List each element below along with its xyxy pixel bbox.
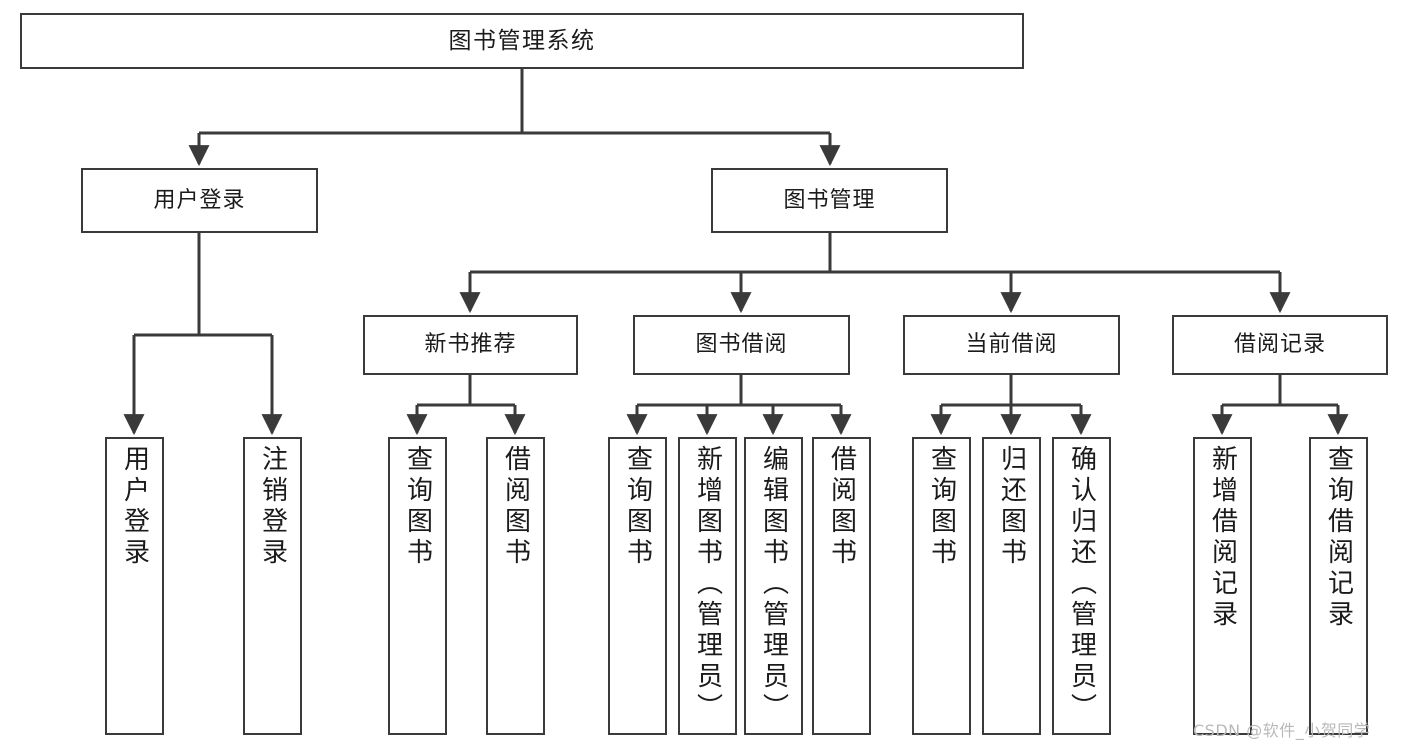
node-label: 注销登录 xyxy=(257,445,288,569)
node-root-system[interactable]: 图书管理系统 xyxy=(20,13,1024,69)
node-label: 新增借阅记录 xyxy=(1207,445,1238,631)
node-current-borrow[interactable]: 当前借阅 xyxy=(903,315,1120,375)
leaf-add-borrow-record[interactable]: 新增借阅记录 xyxy=(1193,437,1252,735)
node-label: 查询借阅记录 xyxy=(1323,445,1354,631)
leaf-return-book[interactable]: 归还图书 xyxy=(982,437,1041,735)
node-label: 查询图书 xyxy=(402,445,433,569)
node-label: 查询图书 xyxy=(926,445,957,569)
leaf-confirm-return-admin[interactable]: 确认归还（管理员） xyxy=(1052,437,1111,735)
node-label: 图书管理 xyxy=(783,187,876,213)
node-label: 编辑图书（管理员） xyxy=(758,445,789,724)
leaf-add-book-admin[interactable]: 新增图书（管理员） xyxy=(678,437,737,735)
leaf-query-book-recommend[interactable]: 查询图书 xyxy=(388,437,447,735)
leaf-query-book-current[interactable]: 查询图书 xyxy=(912,437,971,735)
node-label: 确认归还（管理员） xyxy=(1066,445,1097,724)
node-label: 查询图书 xyxy=(622,445,653,569)
node-label: 新书推荐 xyxy=(424,332,517,358)
leaf-edit-book-admin[interactable]: 编辑图书（管理员） xyxy=(744,437,803,735)
node-label: 当前借阅 xyxy=(965,332,1058,358)
csdn-watermark: CSDN @软件_小贺同学 xyxy=(1193,721,1371,740)
node-label: 用户登录 xyxy=(119,445,150,569)
node-label: 用户登录 xyxy=(153,187,246,213)
node-label: 图书借阅 xyxy=(695,332,788,358)
leaf-user-login[interactable]: 用户登录 xyxy=(105,437,164,735)
node-label: 借阅图书 xyxy=(826,445,857,569)
leaf-query-book-borrow[interactable]: 查询图书 xyxy=(608,437,667,735)
leaf-query-borrow-record[interactable]: 查询借阅记录 xyxy=(1309,437,1368,735)
node-borrow-record[interactable]: 借阅记录 xyxy=(1172,315,1388,375)
node-label: 借阅记录 xyxy=(1233,332,1326,358)
node-label: 新增图书（管理员） xyxy=(692,445,723,724)
node-book-management[interactable]: 图书管理 xyxy=(711,168,948,233)
node-book-borrow[interactable]: 图书借阅 xyxy=(633,315,850,375)
node-label: 归还图书 xyxy=(996,445,1027,569)
node-new-book-recommend[interactable]: 新书推荐 xyxy=(363,315,578,375)
leaf-logout[interactable]: 注销登录 xyxy=(243,437,302,735)
leaf-borrow-book-recommend[interactable]: 借阅图书 xyxy=(486,437,545,735)
node-label: 图书管理系统 xyxy=(448,27,596,54)
node-user-login[interactable]: 用户登录 xyxy=(81,168,318,233)
leaf-borrow-book[interactable]: 借阅图书 xyxy=(812,437,871,735)
node-label: 借阅图书 xyxy=(500,445,531,569)
